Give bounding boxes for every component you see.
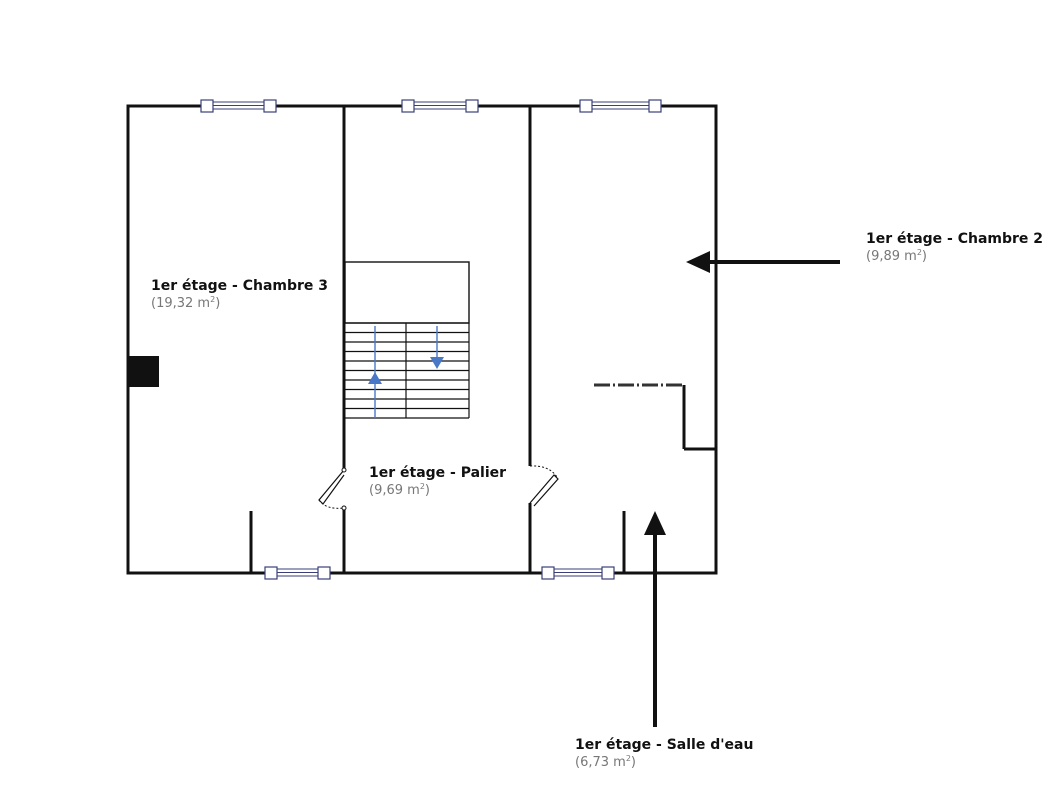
window-icon bbox=[401, 99, 479, 113]
room-area: (19,32 m2) bbox=[151, 294, 221, 311]
up-arrow-icon bbox=[368, 372, 382, 384]
door-swing-icon bbox=[318, 467, 347, 511]
room-name: 1er étage - Salle d'eau bbox=[575, 737, 754, 753]
room-area: (9,89 m2) bbox=[866, 247, 927, 264]
window-icon bbox=[541, 566, 615, 580]
room-label-salle-deau: 1er étage - Salle d'eau (6,73 m2) bbox=[575, 737, 753, 771]
room-name: 1er étage - Palier bbox=[369, 465, 507, 481]
room-area: (6,73 m2) bbox=[575, 753, 636, 770]
door-swing-icon bbox=[529, 465, 559, 507]
window-icon bbox=[200, 99, 277, 113]
down-arrow-icon bbox=[430, 357, 444, 369]
room-label-palier: 1er étage - Palier (9,69 m2) bbox=[369, 465, 506, 499]
room-name: 1er étage - Chambre 2 bbox=[866, 231, 1044, 247]
interior-walls bbox=[249, 106, 716, 573]
room-area: (9,69 m2) bbox=[369, 481, 430, 498]
pointer-arrow-icon bbox=[644, 511, 666, 727]
outer-walls bbox=[126, 104, 718, 575]
room-label-chambre-2: 1er étage - Chambre 2 (9,89 m2) bbox=[866, 231, 1043, 265]
room-label-chambre-3: 1er étage - Chambre 3 (19,32 m2) bbox=[151, 278, 328, 312]
room-name: 1er étage - Chambre 3 bbox=[151, 278, 329, 294]
window-icon bbox=[579, 99, 662, 113]
staircase-icon bbox=[344, 261, 470, 419]
window-icon bbox=[264, 566, 331, 580]
pointer-arrow-icon bbox=[686, 251, 840, 273]
chimney-icon bbox=[128, 356, 159, 387]
